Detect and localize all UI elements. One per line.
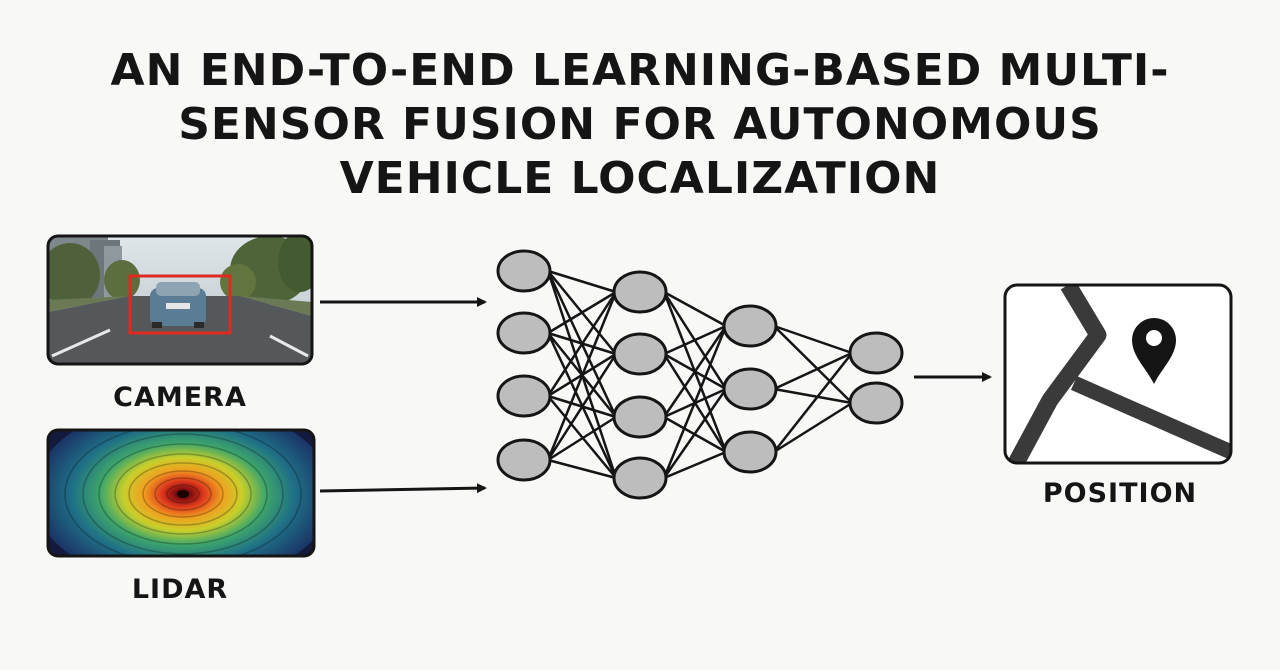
connection-l3-3-to-l4-2	[773, 401, 853, 454]
title-line-3: VEHICLE LOCALIZATION	[339, 153, 941, 204]
connection-l2-4-to-l3-2	[662, 388, 728, 479]
network-node-layer4-1	[848, 331, 904, 375]
diagram-title: AN END-TO-END LEARNING-BASED MULTI- SENS…	[60, 44, 1220, 206]
map-pin-icon	[1132, 318, 1176, 384]
connection-l1-4-to-l2-1	[546, 291, 618, 461]
connection-l2-4-to-l3-1	[662, 325, 728, 479]
network-node-layer2-2	[612, 332, 668, 376]
connection-l1-4-to-l2-2	[546, 353, 618, 461]
network-node-layer1-4	[496, 438, 552, 482]
title-line-1: AN END-TO-END LEARNING-BASED MULTI-	[110, 45, 1170, 96]
camera-label: CAMERA	[113, 382, 247, 413]
connection-l2-4-to-l3-3	[663, 450, 727, 480]
title-line-2: SENSOR FUSION FOR AUTONOMOUS	[178, 99, 1102, 150]
connection-l3-3-to-l4-1	[773, 352, 853, 453]
connection-l1-4-to-l2-4	[547, 458, 617, 480]
network-node-layer3-1	[722, 304, 778, 348]
detection-box	[128, 274, 232, 335]
connection-l2-2-to-l3-1	[663, 324, 727, 356]
network-node-layer2-3	[612, 395, 668, 439]
network-connections	[546, 269, 853, 480]
connection-l1-2-to-l2-1	[547, 290, 617, 335]
network-node-layer3-3	[722, 430, 778, 474]
network-node-layer1-3	[496, 374, 552, 418]
connection-l1-1-to-l2-1	[547, 269, 617, 294]
lidar-label: LIDAR	[131, 574, 229, 605]
camera-image	[46, 234, 314, 366]
connection-l3-2-to-l4-1	[773, 351, 853, 391]
lidar-scan-image	[46, 428, 316, 558]
connection-l1-4-to-l2-3	[547, 415, 617, 462]
network-node-layer4-2	[848, 381, 904, 425]
lidar-arrow	[319, 483, 487, 494]
neural-network	[496, 249, 904, 500]
network-node-layer2-1	[612, 270, 668, 314]
network-node-layer2-4	[612, 456, 668, 500]
connection-l2-1-to-l3-1	[663, 290, 727, 328]
network-node-layer1-1	[496, 249, 552, 293]
connection-l3-2-to-l4-2	[773, 387, 853, 405]
network-node-layer3-2	[722, 367, 778, 411]
connection-l1-3-to-l2-1	[546, 291, 618, 397]
connection-l3-1-to-l4-2	[773, 325, 853, 404]
connection-l1-3-to-l2-4	[547, 395, 617, 479]
position-label: POSITION	[1042, 478, 1198, 509]
network-node-layer1-2	[496, 311, 552, 355]
map-icon	[1003, 283, 1233, 465]
connection-l2-3-to-l3-1	[662, 325, 728, 418]
connection-l3-1-to-l4-1	[773, 324, 853, 355]
